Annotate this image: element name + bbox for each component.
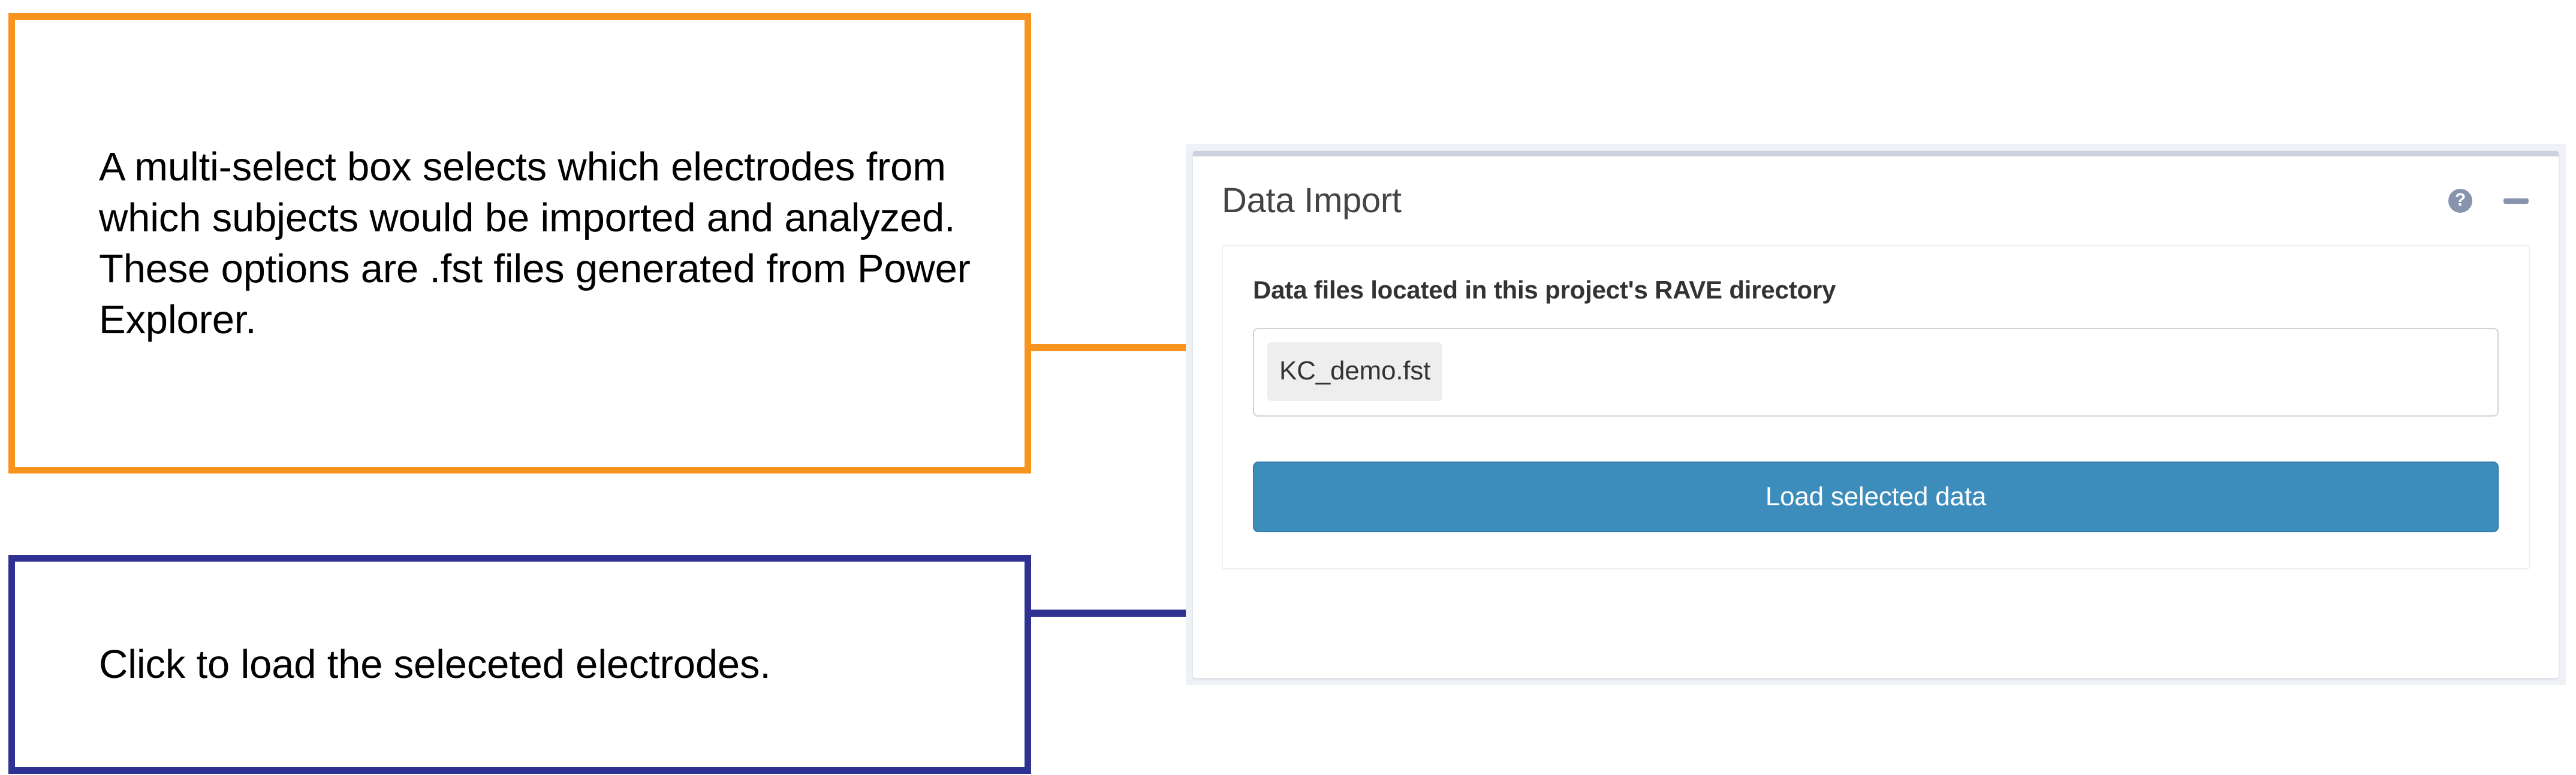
annotation-callout-multiselect: A multi-select box selects which electro… [8, 13, 1031, 474]
panel-body: Data files located in this project's RAV… [1193, 245, 2559, 569]
help-circle-icon[interactable]: ? [2448, 189, 2472, 213]
multiselect-option-item[interactable]: KC_demo.fst [1267, 342, 1443, 401]
data-import-panel-shell: Data Import ? Data files located in this… [1186, 144, 2566, 685]
data-import-panel: Data Import ? Data files located in this… [1193, 151, 2559, 678]
annotation-text-multiselect: A multi-select box selects which electro… [99, 144, 971, 343]
annotation-text-load-button: Click to load the seleceted electrodes. [99, 641, 771, 687]
annotation-leader-line-load-button [1029, 610, 1212, 617]
panel-title: Data Import [1222, 181, 1402, 220]
data-files-select-label: Data files located in this project's RAV… [1253, 276, 1836, 304]
panel-tools: ? [2448, 189, 2529, 213]
annotation-leader-line-multiselect [1029, 344, 1212, 351]
panel-header: Data Import ? [1193, 156, 2559, 245]
data-files-multiselect-input[interactable]: KC_demo.fst [1253, 328, 2499, 417]
data-files-fieldset: Data files located in this project's RAV… [1222, 245, 2530, 569]
minimize-icon[interactable] [2503, 198, 2529, 204]
load-selected-data-button[interactable]: Load selected data [1253, 462, 2499, 532]
annotation-callout-load-button: Click to load the seleceted electrodes. [8, 555, 1031, 774]
